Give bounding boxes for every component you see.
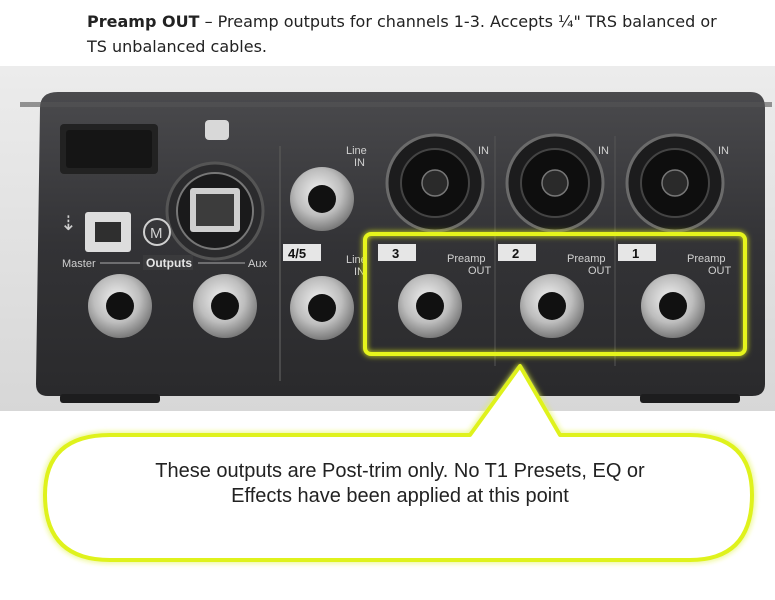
svg-text:OUT: OUT [588, 265, 612, 277]
callout-text: These outputs are Post-trim only. No T1 … [155, 460, 645, 507]
channel-3-number: 3 [392, 246, 399, 261]
line-in-label-top: Line [346, 145, 367, 157]
preamp-out-jack-3[interactable] [398, 274, 462, 338]
svg-text:IN: IN [354, 266, 365, 278]
channel-1-number: 1 [632, 246, 639, 261]
combo-jack-1[interactable] [625, 133, 725, 233]
line-in-jack-5[interactable] [290, 276, 354, 340]
combo-in-label-1: IN [718, 145, 729, 157]
channel-45-label: 4/5 [288, 246, 306, 261]
outputs-label: Outputs [146, 256, 192, 270]
svg-text:OUT: OUT [708, 265, 732, 277]
device-rear-panel-photo: ⇣ M Master Outputs Aux 4/5 Line IN Line … [0, 66, 775, 411]
preamp-out-label-1: Preamp [687, 253, 726, 265]
power-switch[interactable] [60, 124, 158, 174]
aux-output-jack[interactable] [193, 274, 257, 338]
preamp-out-jack-2[interactable] [520, 274, 584, 338]
callout-bubble [43, 364, 754, 562]
svg-text:M: M [150, 225, 163, 242]
preamp-out-jack-1[interactable] [641, 274, 705, 338]
aux-label: Aux [248, 258, 267, 270]
section-body: – Preamp outputs for channels 1-3. Accep… [87, 12, 717, 56]
section-title: Preamp OUT [87, 12, 200, 31]
combo-input-jacks: IN IN IN [385, 133, 729, 233]
m-logo-icon: M [143, 218, 171, 246]
combo-jack-2[interactable] [505, 133, 605, 233]
combo-jack-3[interactable] [385, 133, 485, 233]
preamp-out-highlight [363, 232, 747, 356]
preamp-out-label-2: Preamp [567, 253, 606, 265]
combo-in-label-2: IN [598, 145, 609, 157]
preamp-out-label-3: Preamp [447, 253, 486, 265]
line-in-label-bottom: Line [346, 254, 367, 266]
usb-port: ⇣ [60, 212, 131, 252]
master-label: Master [62, 258, 96, 270]
master-output-jack[interactable] [88, 274, 152, 338]
section-description: Preamp OUT – Preamp outputs for channels… [87, 9, 727, 59]
line-in-jack-4[interactable] [290, 167, 354, 231]
svg-text:IN: IN [354, 157, 365, 169]
svg-text:OUT: OUT [468, 265, 492, 277]
combo-in-label-3: IN [478, 145, 489, 157]
usb-icon: ⇣ [60, 213, 77, 235]
ethernet-port [165, 120, 265, 261]
channel-2-number: 2 [512, 246, 519, 261]
